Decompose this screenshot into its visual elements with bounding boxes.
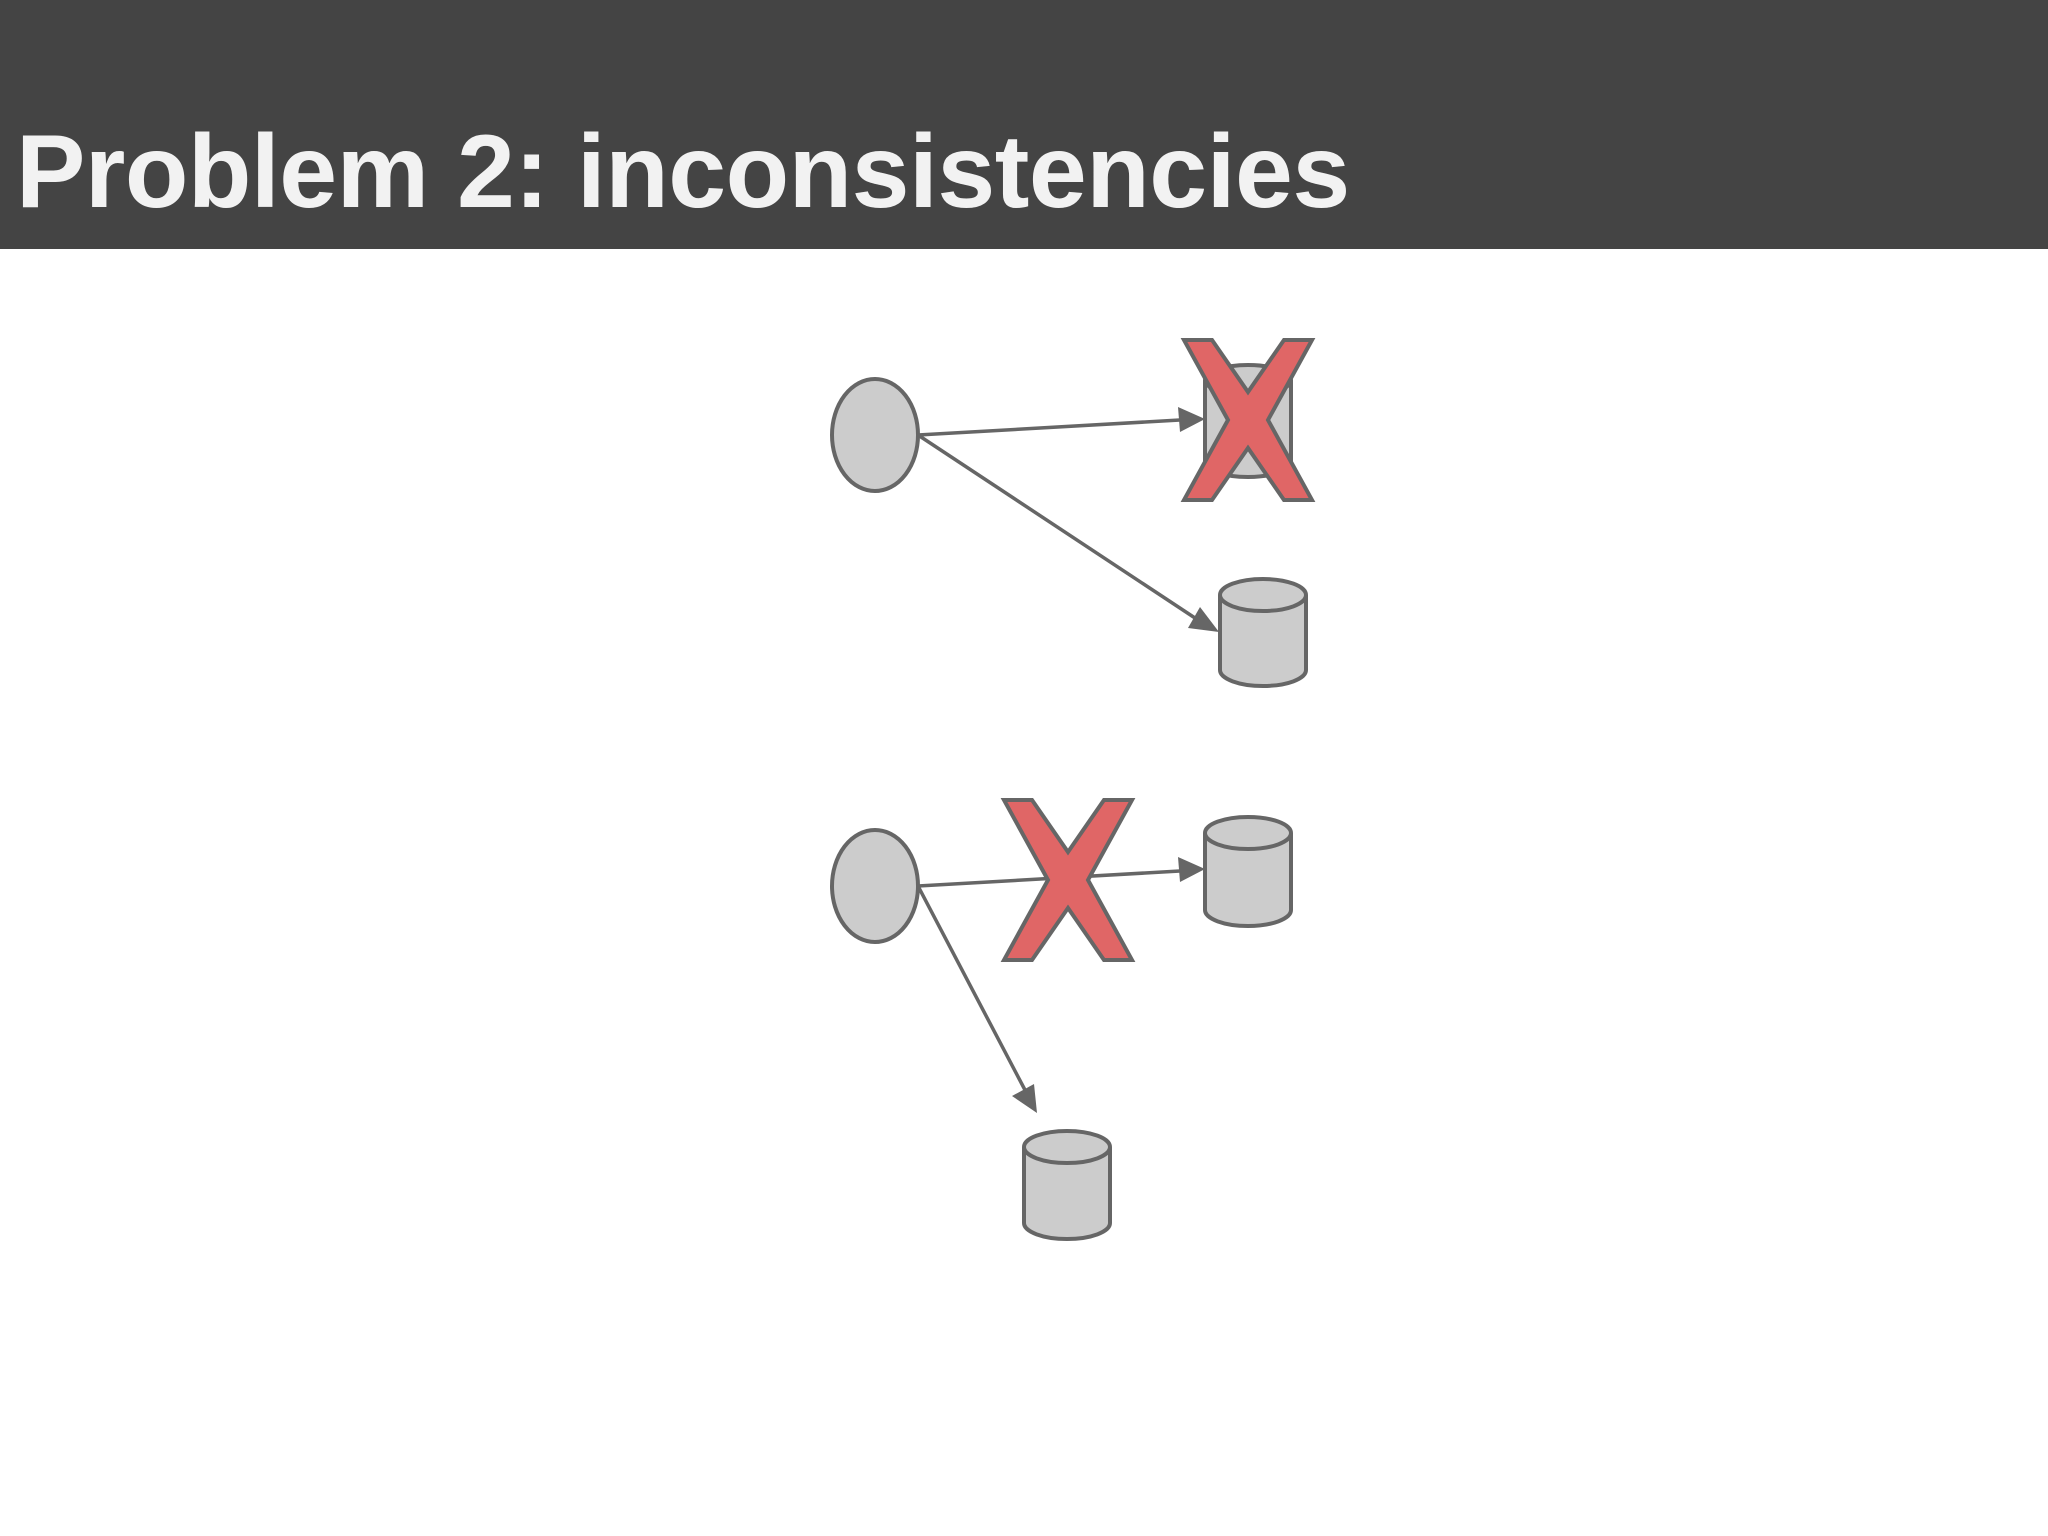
title-bar — [0, 0, 2048, 249]
slide-title: Problem 2: inconsistencies — [16, 114, 1350, 230]
database-icon — [1203, 815, 1293, 928]
arrow-to-healthy-database — [917, 433, 1219, 632]
client-node — [830, 377, 920, 493]
arrow-to-reachable-database — [916, 885, 1037, 1113]
database-icon — [1022, 1129, 1112, 1241]
client-node — [830, 828, 920, 944]
arrow-to-failed-database — [917, 407, 1205, 437]
failure-x-icon — [1180, 338, 1316, 502]
scenario-replica-failure — [830, 338, 1316, 688]
scenario-network-failure — [830, 798, 1293, 1241]
failure-x-icon — [1000, 798, 1136, 962]
database-icon — [1218, 577, 1308, 688]
